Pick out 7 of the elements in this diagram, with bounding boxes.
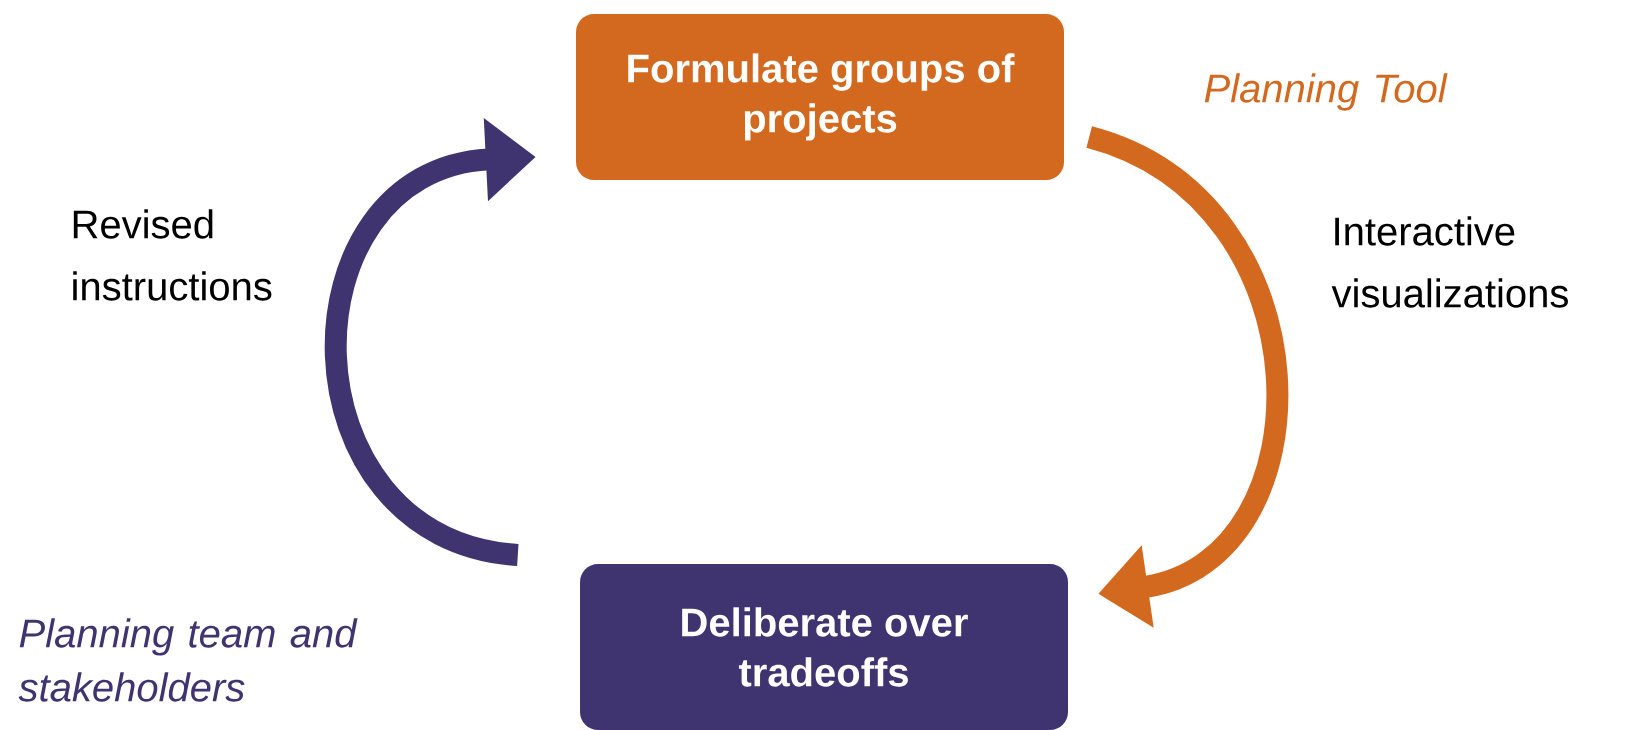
process-box: Formulate groups of projects — [576, 14, 1064, 180]
curved-arrow — [1085, 126, 1288, 628]
edge-label: Interactive visualizations — [1331, 216, 1568, 308]
caption-text: Planning Tool — [1204, 73, 1448, 111]
process-box: Deliberate over tradeoffs — [580, 564, 1068, 730]
caption-text: Planning team and stakeholders — [18, 618, 358, 702]
edge-label: Revised instructions — [73, 209, 272, 301]
